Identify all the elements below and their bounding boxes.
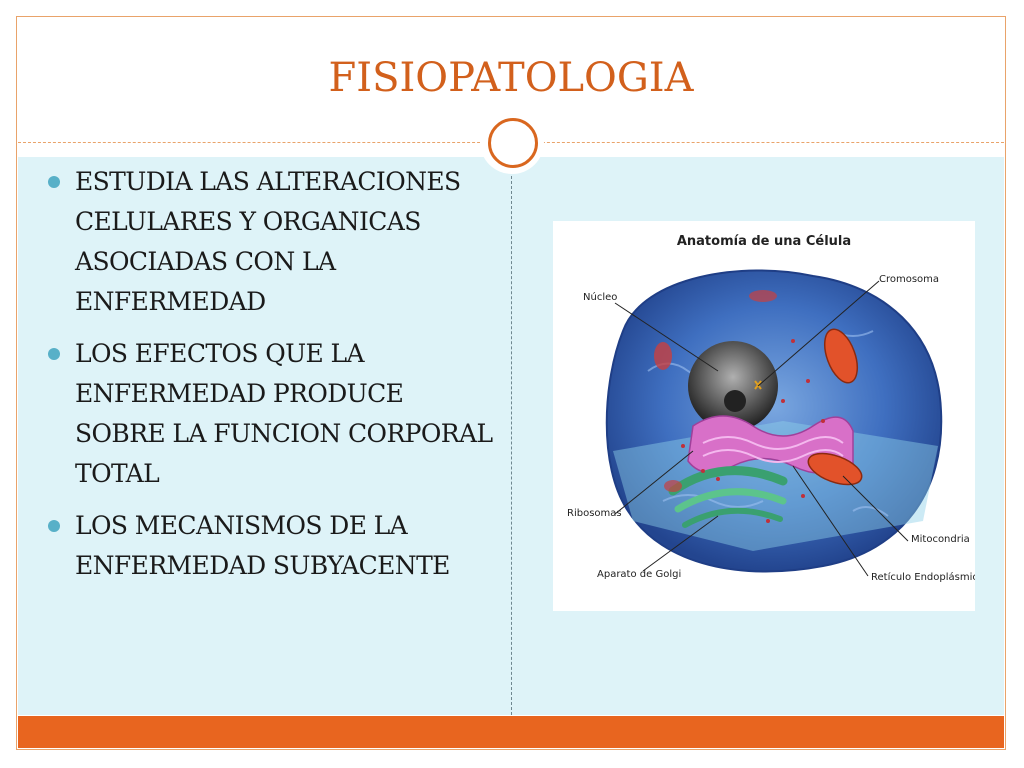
ribosome-dots <box>681 339 825 523</box>
chromosome-icon <box>754 380 762 390</box>
label-cromosoma: Cromosoma <box>879 274 940 285</box>
bullet-list: ESTUDIA LAS ALTERACIONES CELULARES Y ORG… <box>44 162 494 598</box>
slide-title: FISIOPATOLOGIA <box>328 55 694 101</box>
bullet-dot-icon <box>48 520 60 532</box>
golgi-icon <box>668 466 788 496</box>
mitochondria-icon <box>823 328 859 384</box>
bullet-item: LOS EFECTOS QUE LA ENFERMEDAD PRODUCE SO… <box>44 334 494 494</box>
bullet-text: ESTUDIA LAS ALTERACIONES CELULARES Y ORG… <box>75 167 461 316</box>
cytoplasm-lines <box>647 330 889 517</box>
decorative-ring-inner-icon <box>488 118 538 168</box>
label-reticulo: Retículo Endoplásmico <box>871 572 975 583</box>
diagram-title: Anatomía de una Célula <box>676 234 852 249</box>
bullet-text: LOS MECANISMOS DE LA ENFERMEDAD SUBYACEN… <box>75 511 450 580</box>
bullet-text: LOS EFECTOS QUE LA ENFERMEDAD PRODUCE SO… <box>75 339 493 488</box>
bullet-dot-icon <box>48 348 60 360</box>
label-golgi: Aparato de Golgi <box>597 569 682 580</box>
bullet-item: ESTUDIA LAS ALTERACIONES CELULARES Y ORG… <box>44 162 494 322</box>
cell-illustration <box>605 269 943 577</box>
cell-diagram: Anatomía de una Célula Núcleo Cromosoma … <box>553 221 975 611</box>
label-ribosomas: Ribosomas <box>567 508 622 519</box>
leader-lines <box>614 280 909 577</box>
label-nucleo: Núcleo <box>583 292 618 303</box>
bullet-dot-icon <box>48 176 60 188</box>
bullet-item: LOS MECANISMOS DE LA ENFERMEDAD SUBYACEN… <box>44 506 494 586</box>
mitochondria-icon-2 <box>807 452 863 486</box>
nucleus-icon <box>688 341 778 431</box>
label-mitocondria: Mitocondria <box>911 534 970 545</box>
bottom-accent-bar <box>18 716 1004 748</box>
nucleolus-icon <box>724 390 746 412</box>
column-divider <box>511 176 512 715</box>
